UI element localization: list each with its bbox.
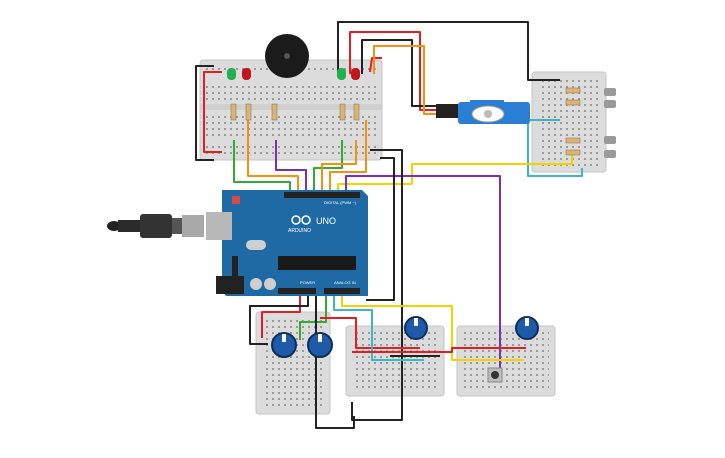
wire-green xyxy=(313,140,343,192)
wire-teal xyxy=(333,296,424,361)
wire-purple xyxy=(345,175,501,378)
buzzer xyxy=(265,34,309,78)
wire-red xyxy=(349,31,436,111)
wire-orange xyxy=(329,120,367,192)
resistors-right xyxy=(565,87,581,156)
potentiometer-2 xyxy=(307,332,333,358)
wire-red xyxy=(261,296,301,338)
led-green-1 xyxy=(227,68,236,80)
led-red-2 xyxy=(351,68,360,80)
led-red-1 xyxy=(242,68,251,80)
analog-label: ANALOG IN xyxy=(334,280,356,285)
wire-black xyxy=(195,65,214,161)
wire-red xyxy=(352,347,526,353)
usb-cable xyxy=(107,214,204,238)
resistors-top xyxy=(230,103,360,121)
wire-purple xyxy=(275,140,307,192)
wires xyxy=(195,21,583,429)
wire-teal xyxy=(527,119,583,177)
potentiometer-3 xyxy=(404,316,428,340)
pushbutton xyxy=(487,367,503,383)
board-brand: UNO xyxy=(316,216,336,226)
breadboard-right xyxy=(531,71,607,173)
wire-black xyxy=(351,149,403,421)
wire-green xyxy=(233,140,291,192)
wire-green xyxy=(299,296,327,340)
wire-orange xyxy=(321,140,357,192)
wire-black xyxy=(315,296,355,429)
potentiometer-4 xyxy=(515,316,539,340)
wire-orange xyxy=(247,120,299,192)
arduino-uno-board: UNO ARDUINO DIGITAL (PWM ~) POWER ANALOG… xyxy=(206,190,368,296)
wire-orange xyxy=(373,45,436,115)
breadboard-bottom-left xyxy=(255,311,331,415)
wire-red xyxy=(203,71,222,153)
servo xyxy=(436,100,530,124)
wire-black xyxy=(361,39,436,107)
wire-yellow xyxy=(341,296,524,361)
power-label: POWER xyxy=(300,280,315,285)
wire-black xyxy=(366,157,395,301)
led-green-2 xyxy=(337,68,346,80)
wire-black xyxy=(249,296,309,345)
pushbuttons-right xyxy=(604,88,616,158)
wire-black xyxy=(337,21,560,81)
digital-header-label: DIGITAL (PWM ~) xyxy=(324,200,357,205)
wire-red xyxy=(369,57,382,73)
wire-yellow xyxy=(337,150,573,192)
board-logo-text: ARDUINO xyxy=(288,228,311,234)
wire-red xyxy=(320,317,420,349)
potentiometer-1 xyxy=(271,332,297,358)
